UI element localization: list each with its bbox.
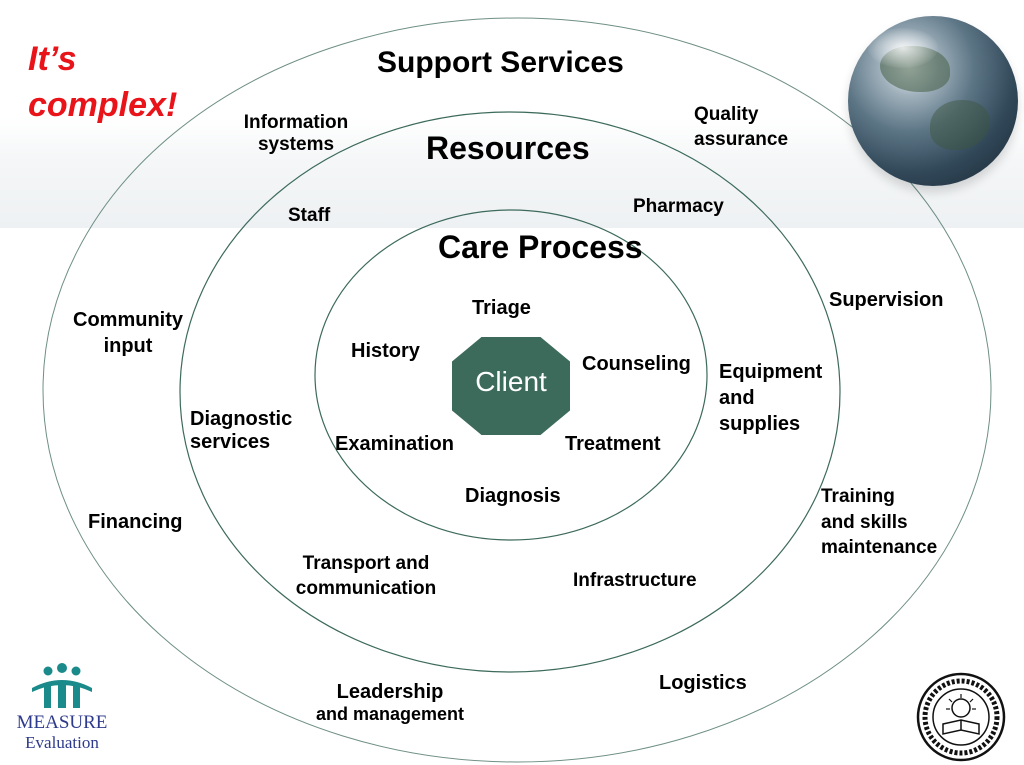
slide-title-line-2: complex! <box>28 86 178 124</box>
client-octagon <box>452 337 570 435</box>
logo-figure-body <box>58 682 66 708</box>
resources-title: Resources <box>426 130 590 166</box>
seal-sun-icon <box>951 698 971 718</box>
training-line-1: Training <box>821 486 895 507</box>
measure-logo-line-2: Evaluation <box>25 733 99 752</box>
financing-label: Financing <box>88 511 183 533</box>
information-systems-label: Information systems <box>230 112 362 156</box>
diagnosis-label: Diagnosis <box>465 485 561 507</box>
equipment-line-1: Equipment <box>719 361 823 383</box>
training-label: Training and skills maintenance <box>821 484 937 561</box>
counseling-label: Counseling <box>582 353 691 375</box>
seal-sun-ray <box>948 698 953 703</box>
care-process-title: Care Process <box>438 229 643 265</box>
examination-label: Examination <box>335 433 454 455</box>
community-input-line-2: input <box>103 335 153 357</box>
university-seal-logo <box>916 672 1006 762</box>
quality-assurance-label: Quality assurance <box>694 103 788 152</box>
community-input-label: Community input <box>60 307 196 359</box>
quality-assurance-line-1: Quality <box>694 104 759 125</box>
diagnostic-services-line-1: Diagnostic <box>190 408 293 430</box>
diagnostic-services-label: Diagnostic services <box>190 408 292 454</box>
logistics-label: Logistics <box>659 672 747 694</box>
leadership-line-1: Leadership <box>336 681 444 703</box>
infrastructure-label: Infrastructure <box>573 570 697 591</box>
logo-figure-body <box>73 686 80 708</box>
equipment-line-3: supplies <box>719 413 801 435</box>
training-line-3: maintenance <box>821 537 938 559</box>
logo-figure-arms <box>32 680 92 692</box>
community-input-line-1: Community <box>73 309 183 331</box>
diagnostic-services-line-2: services <box>190 431 271 453</box>
globe-highlight <box>868 28 938 68</box>
pharmacy-label: Pharmacy <box>633 196 724 217</box>
transport-line-1: Transport and <box>302 553 430 574</box>
staff-label: Staff <box>288 205 331 226</box>
logo-figure-head <box>43 666 53 676</box>
treatment-label: Treatment <box>565 433 661 455</box>
leadership-line-2: and management <box>315 704 465 724</box>
equipment-line-2: and <box>719 387 755 409</box>
information-systems-line-1: Information <box>243 112 349 133</box>
transport-line-2: communication <box>295 577 437 599</box>
measure-logo-line-1: MEASURE <box>16 712 108 733</box>
slide-title-line-1: It’s <box>28 40 77 78</box>
history-label: History <box>351 340 420 362</box>
client-label: Client <box>475 366 547 397</box>
resources-ring <box>179 111 841 673</box>
seal-text-ring <box>922 678 1000 756</box>
training-line-2: and skills <box>821 511 908 533</box>
measure-evaluation-logo <box>32 663 92 708</box>
care-process-ring <box>314 209 708 541</box>
transport-and-communication-label: Transport and communication <box>280 552 452 601</box>
equipment-and-supplies-label: Equipment and supplies <box>719 359 822 437</box>
information-systems-line-2: systems <box>257 133 335 155</box>
seal-book-icon <box>942 719 980 735</box>
support-services-title: Support Services <box>377 46 624 79</box>
seal-sun-ray <box>969 698 974 703</box>
leadership-label: Leadership and management <box>300 681 480 725</box>
quality-assurance-line-2: assurance <box>694 128 789 150</box>
triage-label: Triage <box>472 297 531 319</box>
logo-figure-body <box>44 686 51 708</box>
support-services-ring <box>42 17 992 763</box>
logo-figure-head <box>57 663 67 673</box>
supervision-label: Supervision <box>829 289 944 311</box>
logo-figure-head <box>71 666 81 676</box>
